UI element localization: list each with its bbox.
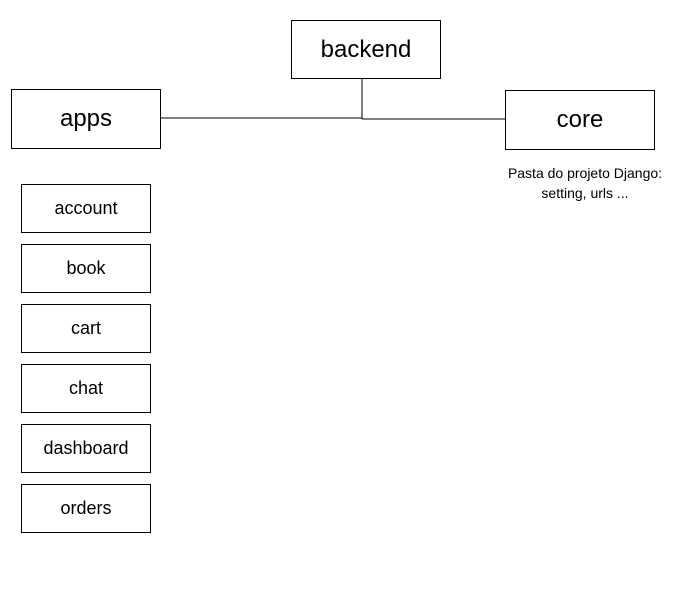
- app-item-label: account: [54, 198, 118, 218]
- app-item-label: chat: [68, 378, 104, 398]
- apps-node: apps: [11, 89, 161, 149]
- core-note-line: setting, urls ...: [541, 185, 629, 201]
- app-item-account: account: [21, 184, 151, 233]
- backend-label: backend: [320, 35, 412, 63]
- app-item-label: orders: [60, 498, 112, 518]
- app-item-cart: cart: [21, 304, 151, 353]
- app-item-book: book: [21, 244, 151, 293]
- core-note-line: Pasta do projeto Django:: [507, 165, 663, 181]
- app-item-orders: orders: [21, 484, 151, 533]
- core-label: core: [556, 106, 604, 133]
- app-item-chat: chat: [21, 364, 151, 413]
- apps-label: apps: [59, 105, 113, 132]
- app-item-dashboard: dashboard: [21, 424, 151, 473]
- app-item-label: cart: [70, 318, 101, 338]
- core-node: core: [505, 90, 655, 150]
- app-item-label: book: [66, 258, 106, 278]
- backend-node: backend: [291, 20, 441, 79]
- app-item-label: dashboard: [43, 438, 129, 458]
- core-note: Pasta do projeto Django: setting, urls .…: [480, 163, 690, 203]
